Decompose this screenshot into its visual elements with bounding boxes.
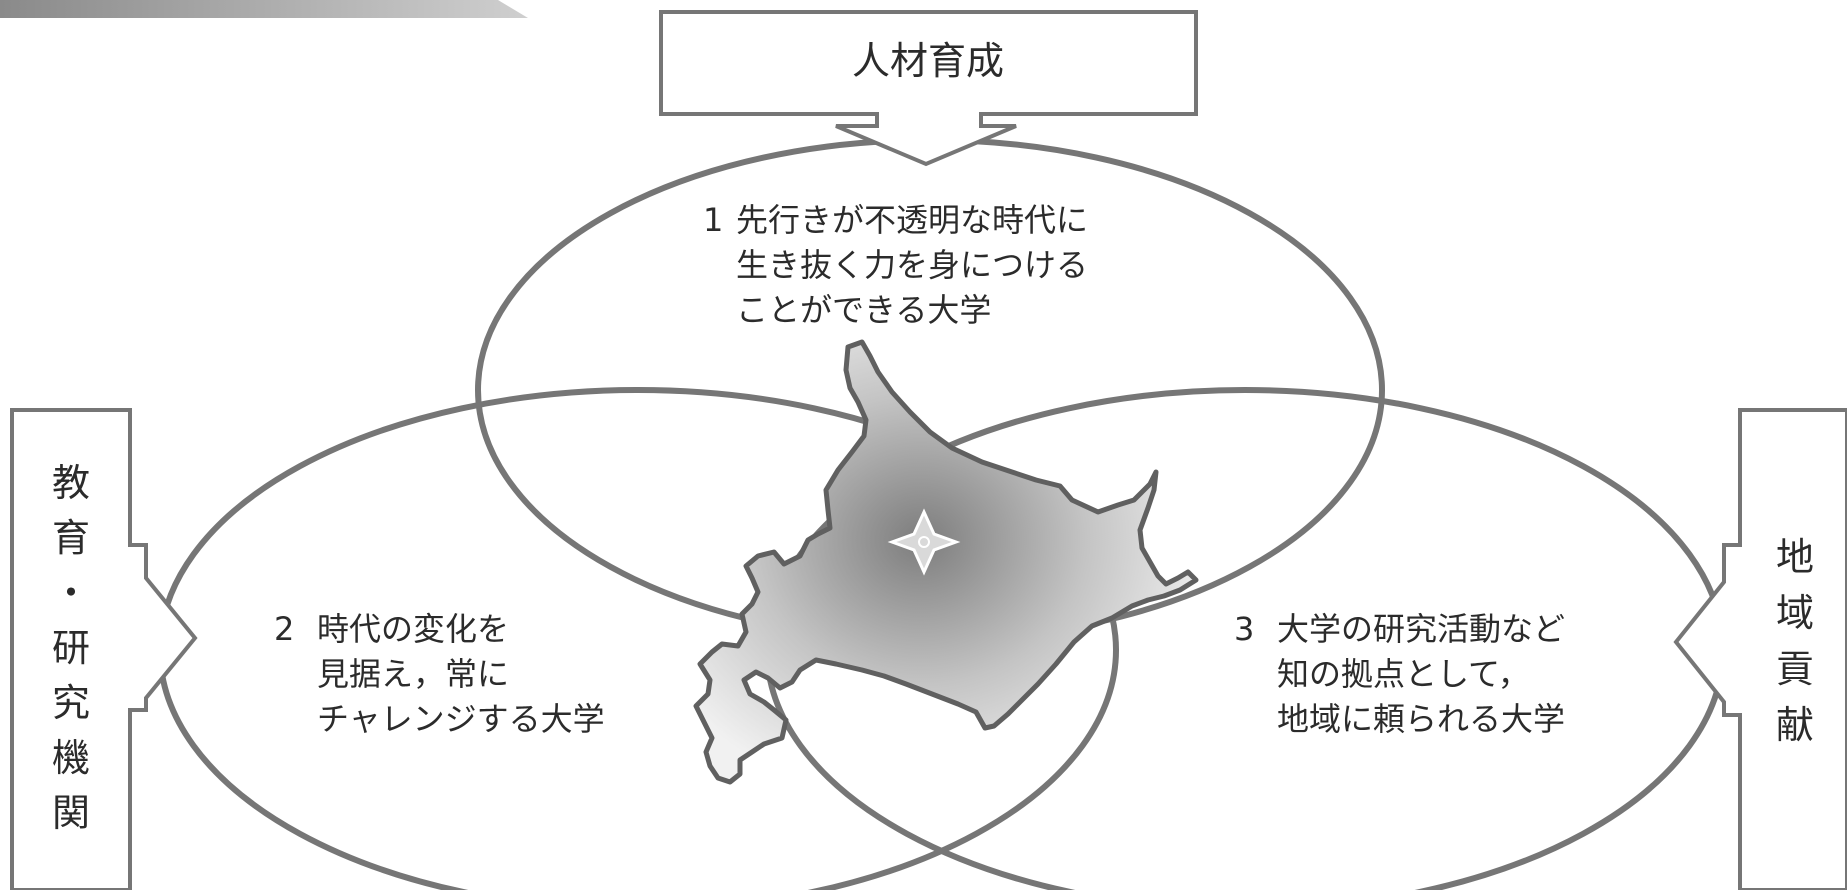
goal-2-number: 2 [274,610,294,648]
callout-human-resources-label: 人材育成 [852,39,1004,83]
hokkaido-map-icon [693,339,1199,785]
goal-3-number: 3 [1234,610,1254,648]
goal-2-line-1: 時代の変化を [317,610,509,648]
corner-banner [0,0,528,18]
goal-1-number: 1 [703,201,723,239]
goal-2-line-3: チャレンジする大学 [317,700,605,738]
callout-regional-contribution-label-char: 域 [1776,591,1814,635]
star-marker-icon [887,508,961,576]
callout-education-label-char: 究 [52,681,90,725]
callout-education-label-char: 育 [52,516,90,560]
callout-regional-contribution-label-char: 地 [1776,535,1814,579]
callout-human-resources: 人材育成 [659,10,1198,167]
goal-1: 1 先行きが不透明な時代に 生き抜く力を身につける ことができる大学 [703,201,1088,329]
goal-2: 2 時代の変化を 見据え，常に チャレンジする大学 [274,610,605,738]
callout-education-label-char: 教 [52,461,90,505]
goal-1-line-1: 先行きが不透明な時代に [736,201,1088,239]
goal-1-line-3: ことができる大学 [736,291,991,329]
goal-3-line-2: 知の拠点として， [1277,655,1530,693]
goal-1-line-2: 生き抜く力を身につける [736,246,1088,284]
callout-regional-contribution-label-char: 貢 [1776,647,1814,691]
callout-education-label-char: 関 [52,791,90,835]
goal-3-line-1: 大学の研究活動など [1277,610,1565,648]
callout-regional-contribution-label-char: 献 [1776,703,1814,747]
callout-education-label-char: 機 [52,736,90,780]
goal-3: 3 大学の研究活動など 知の拠点として， 地域に頼られる大学 [1234,610,1565,738]
callout-education-label-char: 研 [52,626,90,670]
goal-3-line-3: 地域に頼られる大学 [1277,700,1565,738]
callout-education-label-char: ・ [52,571,90,615]
goal-2-line-2: 見据え，常に [317,655,509,693]
